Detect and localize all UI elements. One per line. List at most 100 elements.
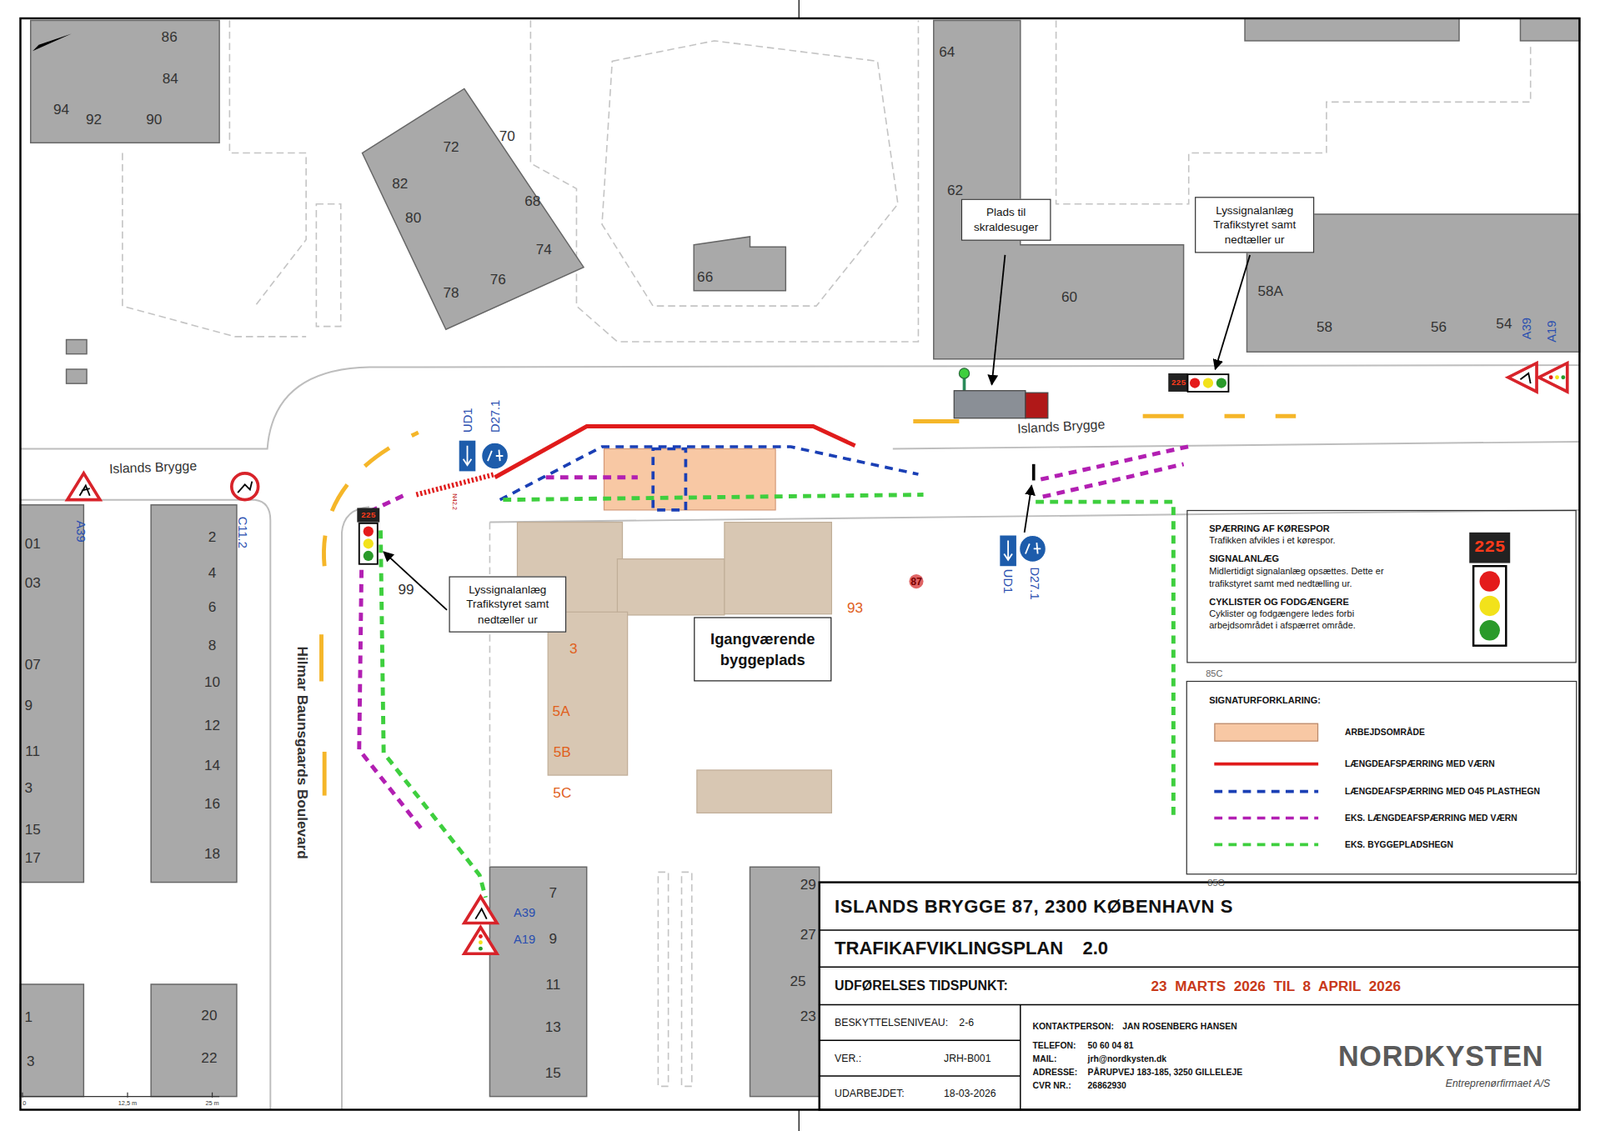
site-fence-line	[1035, 501, 1174, 822]
grid-line	[819, 1040, 1021, 1042]
sign-symbol	[1519, 373, 1530, 384]
map-number: 11	[25, 742, 41, 760]
map-number: 82	[391, 175, 408, 192]
north-arrow	[32, 33, 72, 51]
map-number: 07	[25, 656, 41, 673]
scale-label: 0	[22, 1100, 26, 1108]
countdown-display	[1168, 373, 1188, 392]
hatched-barrier	[416, 474, 495, 495]
site-fence-line	[502, 495, 923, 501]
map-number: 56	[1430, 318, 1447, 336]
note-heading: SIGNALANLÆG	[1208, 554, 1560, 565]
prohibition-sign	[231, 473, 259, 501]
company-tagline: Entreprenørfirmaet A/S	[1445, 1078, 1550, 1090]
building	[933, 20, 1184, 359]
sign-symbol	[1003, 541, 1013, 561]
barrier-end	[1032, 464, 1036, 482]
countdown-value: 225	[1474, 537, 1505, 558]
map-number: 92	[85, 110, 102, 128]
sign-code: A39	[72, 521, 87, 543]
map-number: 27	[800, 926, 817, 943]
signal-housing	[1188, 374, 1229, 392]
property-line	[1056, 20, 1531, 204]
leader-line	[1215, 255, 1251, 370]
address-number: 93	[847, 600, 863, 617]
countdown-value: 225	[361, 510, 377, 520]
field-text: JRH-B001	[943, 1053, 991, 1065]
map-number: 72	[442, 138, 459, 156]
address-number: 5A	[552, 702, 571, 720]
signal-red	[1189, 377, 1200, 388]
sign-code: A19	[1545, 321, 1560, 343]
map-number: 29	[800, 876, 817, 893]
map-number: 17	[25, 849, 41, 867]
contact-text: KONTAKTPERSON:	[1032, 1022, 1114, 1033]
map-number: 03	[25, 574, 41, 592]
address-number: 87	[910, 576, 923, 588]
map-number: 85C	[1205, 669, 1223, 681]
site-building	[616, 559, 724, 616]
road-edge	[20, 365, 1580, 449]
map-number: 68	[524, 192, 541, 210]
contact-text: ADRESSE:	[1032, 1068, 1078, 1079]
callout-box: Lyssignalanlæg Trafikstyret samt nedtæll…	[448, 576, 567, 632]
building	[20, 505, 84, 883]
map-number: 86	[161, 28, 178, 46]
node-text: Lyssignalanlæg Trafikstyret samt nedtæll…	[456, 582, 560, 627]
sign-code: C11.2	[235, 516, 250, 549]
property-line	[489, 522, 492, 868]
truck-cab	[1025, 392, 1049, 419]
sign-code: UD1	[461, 408, 476, 433]
legend-sample	[1213, 817, 1319, 821]
map-number: 66	[697, 268, 713, 286]
existing-barrier-line	[359, 496, 424, 833]
map-number: 90	[145, 110, 162, 128]
callout-box: Plads til skraldesuger	[961, 199, 1052, 241]
warning-sign	[1538, 363, 1567, 392]
note-body: Trafikken afvikles i et kørespor.	[1208, 535, 1419, 547]
company-logo: NORDKYSTEN	[1338, 1040, 1544, 1074]
map-number: 20	[200, 1007, 217, 1024]
sign-symbol	[237, 481, 252, 493]
map-number: 01	[25, 535, 41, 552]
signal-green	[1479, 620, 1500, 641]
leader-line	[1024, 486, 1033, 533]
sign-code: D27.1	[1026, 566, 1041, 600]
sign-code: A39	[513, 907, 536, 922]
leader-line	[383, 551, 447, 611]
sign-code: UD1	[999, 569, 1014, 594]
map-number: 99	[398, 581, 415, 599]
map-number: 2	[208, 528, 217, 546]
address-number: 5C	[552, 784, 572, 802]
signal-yellow	[1479, 596, 1500, 617]
legend-text: EKS. BYGGEPLADSHEGN	[1344, 839, 1454, 850]
info-sign	[459, 441, 477, 472]
legend-text: LÆNGDEAFSPÆRRING MED VÆRN	[1344, 759, 1495, 770]
street-name: Hilmar Baunsgaards Boulevard	[295, 647, 312, 860]
building	[66, 369, 87, 384]
cycle-path-sign	[1019, 535, 1047, 562]
map-number: 7	[549, 884, 558, 902]
plastic-fence	[652, 448, 686, 510]
property-line	[681, 872, 692, 1087]
field-text: 18-03-2026	[943, 1088, 997, 1100]
plan-title: TRAFIKAFVIKLINGSPLAN 2.0	[834, 937, 1109, 959]
map-number: 4	[208, 564, 217, 582]
warning-sign	[1508, 363, 1537, 392]
contact-text: PÅRUPVEJ 183-185, 3250 GILLELEJE	[1088, 1068, 1244, 1079]
road-edges	[20, 365, 1580, 1110]
site-buildings	[516, 522, 832, 814]
map-number: 6	[208, 598, 217, 616]
contact-text: JAN ROSENBERG HANSEN	[1122, 1022, 1238, 1033]
field-label: UDFØRELSES TIDSPUNKT:	[834, 978, 1009, 994]
sign-symbol	[463, 446, 472, 466]
road-edge	[489, 510, 1580, 523]
countdown-display	[356, 507, 380, 522]
sign-code: D27.1	[488, 400, 503, 433]
building	[30, 20, 220, 143]
building	[66, 340, 87, 355]
truck-body	[953, 391, 1026, 419]
signal-yellow	[1203, 377, 1214, 388]
